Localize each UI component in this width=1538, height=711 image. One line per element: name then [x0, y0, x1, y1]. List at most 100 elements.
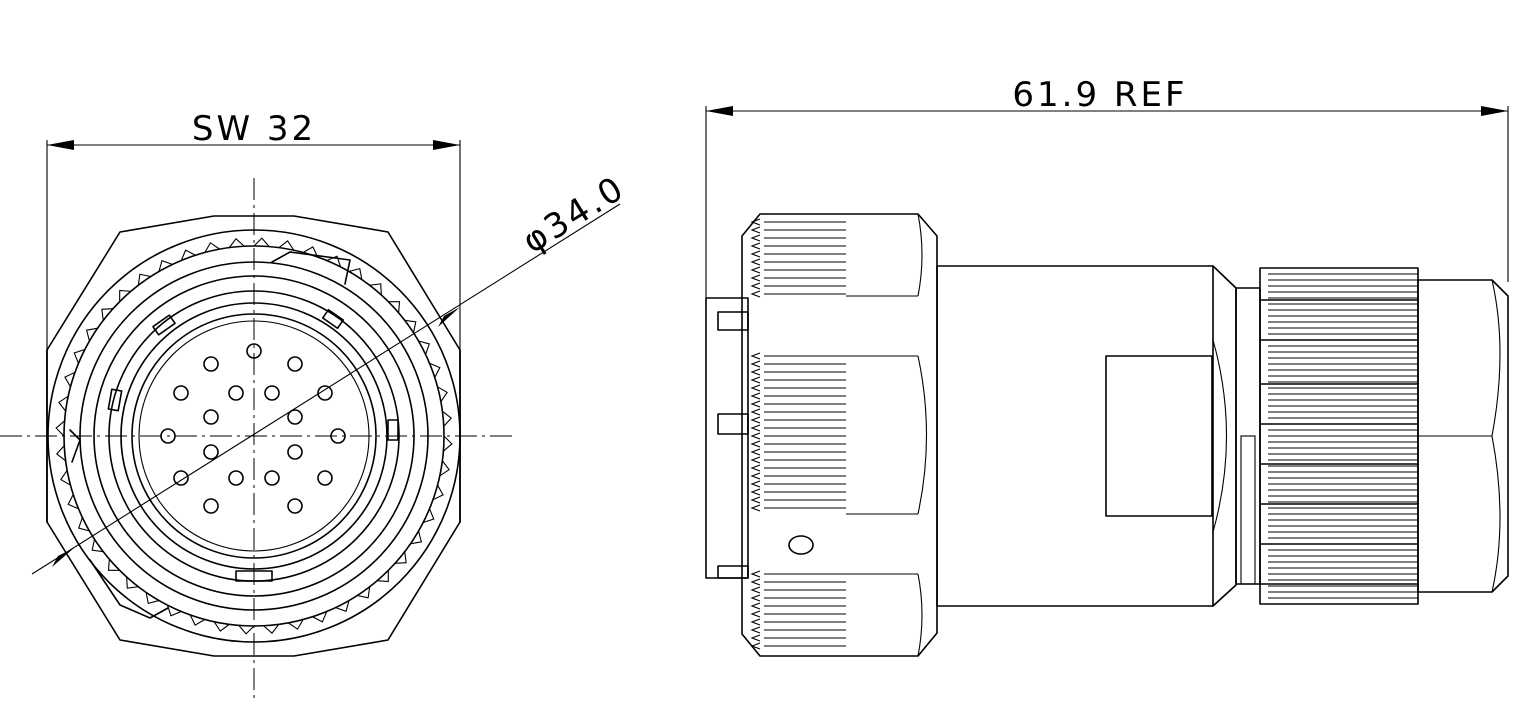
diameter-label: φ34.0 — [516, 168, 633, 262]
knurl-notch — [750, 218, 761, 226]
knurl-notch — [750, 440, 761, 448]
knurl-notch — [750, 266, 761, 274]
body-label-area — [1105, 355, 1213, 517]
coupling-ramp-left — [69, 429, 81, 463]
sw-label: SW 32 — [192, 109, 316, 149]
knurl-notch — [750, 464, 761, 472]
knurl-tooth — [278, 240, 295, 251]
knurl-teeth — [55, 237, 453, 635]
knurl-notch — [750, 610, 761, 618]
knurl-tooth — [91, 539, 104, 553]
contact-hole — [264, 385, 280, 401]
groove-slot — [1240, 435, 1256, 585]
contact-hole — [287, 444, 303, 460]
knurl-tooth — [204, 242, 220, 253]
knurl-tooth — [429, 362, 441, 378]
knurl-tooth — [288, 619, 304, 630]
gland-flat-bottom — [1491, 435, 1501, 593]
knurl-notch — [750, 282, 761, 290]
knurl-notch — [750, 472, 761, 480]
contact-hole — [228, 385, 244, 401]
knurl-notch — [750, 408, 761, 416]
knurl-tooth — [394, 551, 407, 564]
knurl-notch — [750, 416, 761, 424]
contact-hole — [203, 444, 219, 460]
contact-hole — [160, 428, 176, 444]
knurl-tooth — [64, 371, 76, 388]
knurl-tooth — [388, 301, 401, 313]
knurl-tooth — [422, 508, 435, 524]
knurl-notch — [750, 392, 761, 400]
knurl-notch — [750, 618, 761, 626]
keyway-bottom — [235, 570, 273, 582]
knurl-notch — [750, 290, 761, 298]
knurl-tooth — [67, 494, 79, 510]
knurl-tooth — [312, 611, 328, 623]
knurl-tooth — [302, 246, 319, 258]
coupling-ring-outer — [79, 261, 429, 611]
knurl-tooth — [432, 484, 444, 501]
contact-hole — [173, 385, 189, 401]
knurl-tooth — [126, 576, 139, 589]
knurl-notch — [750, 424, 761, 432]
front-nut-flat-bottom — [917, 573, 923, 657]
knurl-inner-ring — [63, 245, 445, 627]
knurl-tooth — [348, 267, 363, 280]
knurl-notch — [750, 496, 761, 504]
knurl-tooth — [443, 435, 453, 452]
body-taper — [1212, 265, 1237, 607]
knurl-tooth — [55, 420, 65, 437]
knurl-outer-ring — [47, 229, 461, 643]
contact-hole — [330, 428, 346, 444]
contact-hole — [246, 343, 262, 359]
contact-hole — [287, 356, 303, 372]
knurl-tooth — [213, 621, 230, 632]
knurl-tooth — [369, 283, 382, 296]
contact-hole — [264, 470, 280, 486]
pin-tab-middle — [717, 413, 749, 435]
length-arrow-right — [1481, 106, 1508, 116]
contact-hole — [173, 470, 189, 486]
knurl-notch — [750, 376, 761, 384]
body-taper-curve — [1212, 339, 1227, 533]
knurl-tooth — [85, 327, 98, 342]
knurl-tooth — [145, 592, 160, 605]
knurl-tooth — [166, 604, 182, 617]
knurl-notch — [750, 226, 761, 234]
knurl-notch — [750, 570, 761, 578]
length-label: 61.9 REF — [1012, 75, 1187, 115]
insert-mid — [120, 302, 388, 570]
knurl-notch — [750, 360, 761, 368]
gland-flat-top — [1491, 279, 1501, 437]
contact-hole — [287, 409, 303, 425]
knurl-notch — [750, 586, 761, 594]
contact-hole — [317, 470, 333, 486]
knurl-notch — [750, 274, 761, 282]
contact-holes — [160, 343, 346, 514]
knurl-tooth — [56, 445, 66, 462]
knurl-tooth — [158, 259, 173, 272]
knurl-notch — [750, 250, 761, 258]
length-arrow-left — [706, 106, 733, 116]
coupling-ramp-top — [271, 251, 351, 285]
locking-pin-hole — [788, 535, 814, 555]
insert-face-inner — [138, 320, 370, 552]
knurl-tooth — [404, 319, 417, 333]
coupling-ramp-bottom — [89, 559, 169, 619]
knurl-tooth — [439, 460, 450, 477]
front-view: φ34.0 SW 32 — [0, 109, 633, 700]
pin-tab-upper — [717, 311, 749, 331]
knurl-tooth — [253, 237, 270, 247]
front-nut-flat-mid — [917, 355, 927, 515]
knurl-notch — [750, 480, 761, 488]
knurl-notch — [750, 488, 761, 496]
knurl-notch — [750, 578, 761, 586]
knurl-tooth — [58, 395, 69, 412]
rear-nut-knurling — [1259, 273, 1419, 599]
knurl-tooth — [437, 386, 448, 402]
contact-hole — [228, 470, 244, 486]
knurl-tooth — [335, 600, 350, 613]
knurl-notch — [750, 504, 761, 512]
keyway-left — [107, 388, 123, 412]
